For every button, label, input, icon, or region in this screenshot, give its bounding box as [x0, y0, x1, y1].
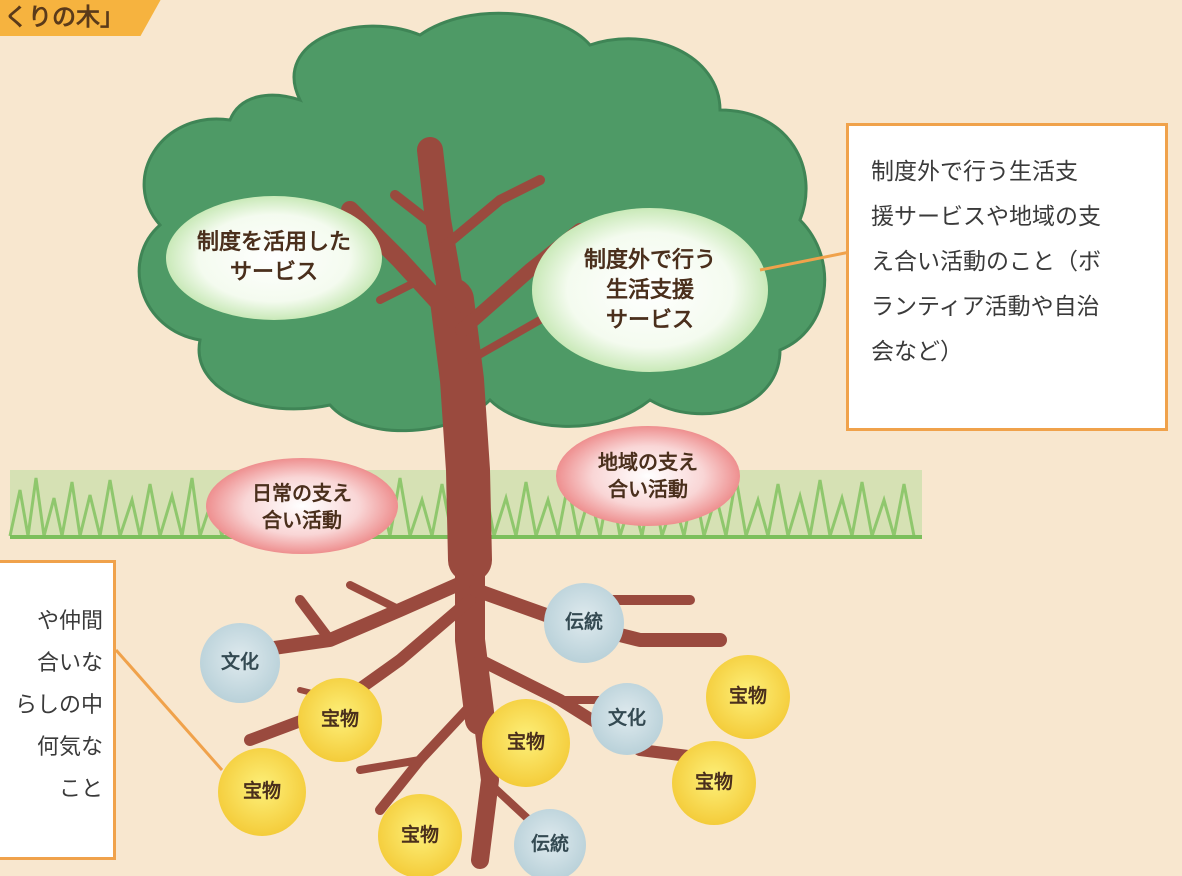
tradition-circle-bottom — [514, 809, 586, 876]
culture-circle-right — [591, 683, 663, 755]
treasure-label-4: 宝物 — [694, 771, 733, 794]
right-callout-box: 制度外で行う生活支 援サービスや地域の支 え合い活動のこと（ボ ランティア活動や… — [846, 123, 1168, 431]
treasure-label-1: 宝物 — [320, 708, 359, 731]
left-callout-box: や仲間 合いな らしの中 何気な こと — [0, 560, 116, 860]
non-institutional-services-label: 制度外で行う 生活支援 サービス — [583, 248, 716, 333]
treasure-circle-3 — [706, 655, 790, 739]
treasure-circle-6 — [378, 794, 462, 876]
non-institutional-bubble — [532, 208, 768, 372]
tradition-label-top: 伝統 — [564, 611, 603, 634]
institutional-bubble — [166, 196, 382, 320]
treasure-label-3: 宝物 — [728, 685, 767, 708]
daily-support-label: 日常の支え 合い活動 — [252, 481, 352, 532]
treasure-circle-1 — [298, 678, 382, 762]
culture-circle-left — [200, 623, 280, 703]
culture-label-left: 文化 — [220, 651, 259, 674]
right-callout-text: 制度外で行う生活支 援サービスや地域の支 え合い活動のこと（ボ ランティア活動や… — [871, 159, 1101, 365]
community-support-bubble — [556, 426, 740, 526]
left-callout-text: や仲間 合いな らしの中 何気な こと — [14, 609, 103, 802]
title-badge: くりの木」 — [0, 0, 165, 36]
treasure-label-2: 宝物 — [506, 731, 545, 754]
treasure-label-5: 宝物 — [242, 780, 281, 803]
treasure-label-6: 宝物 — [400, 824, 439, 847]
tradition-label-bottom: 伝統 — [530, 833, 569, 856]
treasure-circle-5 — [218, 748, 306, 836]
community-support-label: 地域の支え 合い活動 — [598, 450, 698, 501]
right-callout-connector — [759, 250, 851, 272]
institutional-services-label: 制度を活用した サービス — [196, 230, 351, 285]
left-callout-connector — [114, 649, 224, 771]
treasure-circle-4 — [672, 741, 756, 825]
treasure-circle-2 — [482, 699, 570, 787]
tradition-circle-top — [544, 583, 624, 663]
daily-support-bubble — [206, 458, 398, 554]
culture-label-right: 文化 — [607, 707, 646, 730]
